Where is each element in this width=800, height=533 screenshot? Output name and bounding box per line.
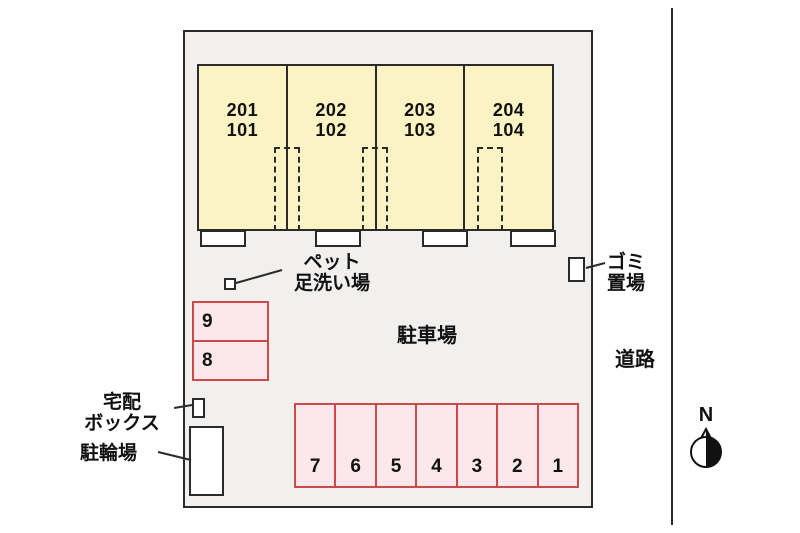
road-label: 道路: [615, 349, 655, 371]
parking-space-number: 8: [202, 349, 213, 371]
parking-space: 1: [536, 403, 579, 488]
parking-space: 6: [334, 403, 377, 488]
parking-space: 2: [496, 403, 539, 488]
unit-number-upper: 204: [492, 100, 525, 120]
unit-number-lower: 103: [404, 120, 436, 140]
pet-wash-label: ペット 足洗い場: [280, 252, 384, 294]
parking-space: 7: [294, 403, 337, 488]
unit-number-lower: 102: [315, 120, 347, 140]
pet-wash-label-line2: 足洗い場: [293, 273, 370, 294]
entrance-step: [315, 230, 361, 247]
parking-space: 5: [374, 403, 418, 488]
parking-space-number: 9: [202, 310, 213, 332]
delivery-box-label-line1: 宅配: [102, 392, 141, 413]
entrance-porch-outline: [477, 147, 503, 231]
entrance-porch-outline: [274, 147, 300, 231]
parking-space-number: 5: [390, 456, 402, 477]
parking-space-number: 4: [431, 456, 442, 477]
building-unit: 203 103: [377, 66, 466, 229]
north-label: N: [698, 404, 714, 426]
unit-number-lower: 104: [492, 120, 525, 140]
unit-number-upper: 201: [226, 100, 259, 120]
parking-lot-label: 駐車場: [397, 325, 457, 347]
parking-space-number: 2: [512, 456, 523, 477]
unit-number-upper: 203: [404, 100, 436, 120]
pet-wash-label-line1: ペット: [303, 252, 361, 273]
parking-space: 3: [455, 403, 499, 488]
garbage-label: ゴミ 置場: [607, 252, 677, 294]
north-compass-icon: [690, 427, 722, 468]
parking-space-number: 6: [350, 456, 361, 477]
unit-number-upper: 202: [315, 100, 347, 120]
entrance-porch-outline: [362, 147, 388, 231]
parking-left-block: 9 8: [192, 301, 269, 381]
bicycle-parking-label: 駐輪場: [80, 443, 138, 464]
delivery-box-label-line2: ボックス: [84, 413, 160, 434]
delivery-box-label: 宅配 ボックス: [70, 392, 174, 434]
building-unit: 204 104: [465, 66, 552, 229]
entrance-step: [200, 230, 246, 247]
parking-space: 8: [192, 340, 269, 381]
parking-space: 9: [192, 301, 269, 342]
parking-bottom-row: 7 6 5 4 3 2 1: [294, 403, 579, 488]
bicycle-parking: [189, 426, 224, 496]
parking-space: 4: [415, 403, 458, 488]
garbage-station: [568, 257, 585, 282]
parking-space-number: 1: [552, 456, 564, 477]
entrance-step: [510, 230, 556, 247]
pet-wash-station: [224, 278, 236, 290]
delivery-box: [192, 398, 205, 418]
unit-number-lower: 101: [226, 120, 259, 140]
parking-space-number: 3: [471, 456, 483, 477]
garbage-label-line2: 置場: [607, 273, 646, 294]
entrance-step: [422, 230, 468, 247]
parking-space-number: 7: [309, 456, 321, 477]
garbage-label-line1: ゴミ: [607, 252, 646, 273]
road-boundary-line: [671, 8, 673, 525]
